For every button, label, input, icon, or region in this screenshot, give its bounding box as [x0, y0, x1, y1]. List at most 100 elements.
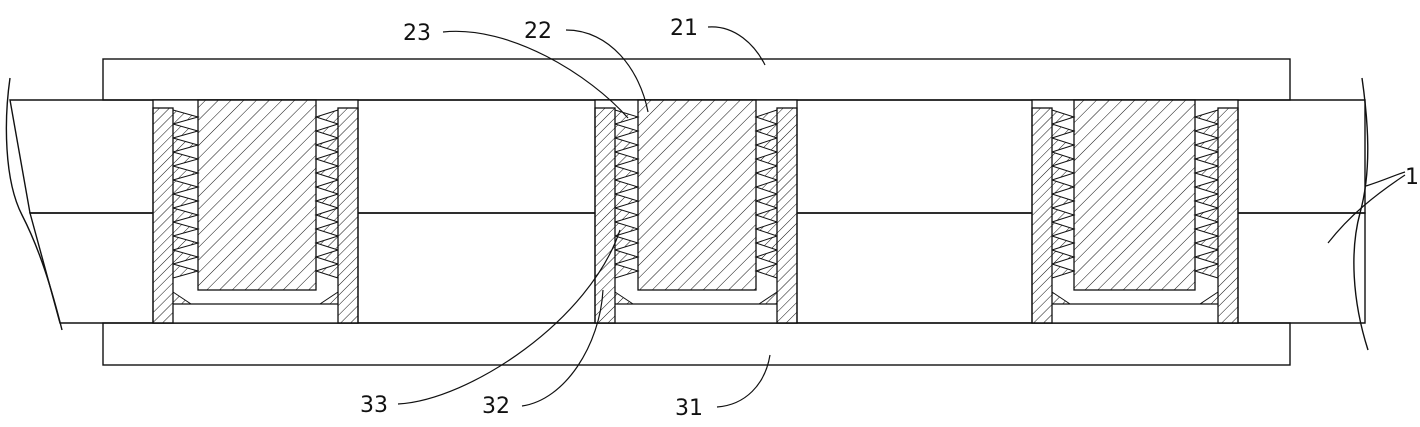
sleeve-left: [152, 107, 174, 324]
tooth-left-5: [614, 165, 640, 181]
tooth-right-7: [1193, 193, 1219, 209]
tooth-left-3: [614, 137, 640, 153]
tooth-left-9: [172, 221, 200, 237]
tooth-left-8: [1051, 207, 1076, 223]
label-1: 1: [1405, 165, 1419, 190]
leader-31: [716, 354, 771, 408]
tooth-left-6: [614, 179, 640, 195]
tooth-left-11: [172, 249, 200, 265]
tooth-right-12: [1193, 263, 1219, 279]
tooth-right-1: [754, 109, 778, 125]
leader-32: [521, 289, 604, 407]
tooth-left-5: [1051, 165, 1076, 181]
tooth-right-6: [314, 179, 339, 195]
leader-1-lower: [1327, 174, 1406, 244]
tooth-right-11: [314, 249, 339, 265]
tooth-left-10: [614, 235, 640, 251]
tooth-left-12: [614, 263, 640, 279]
tooth-left-10: [1051, 235, 1076, 251]
label-33: 33: [360, 393, 388, 418]
tooth-left-1: [1051, 109, 1076, 125]
tooth-left-6: [172, 179, 200, 195]
tooth-right-1: [1193, 109, 1219, 125]
tooth-left-8: [614, 207, 640, 223]
sleeve-right: [1217, 107, 1239, 324]
label-31: 31: [675, 396, 703, 421]
tooth-right-5: [1193, 165, 1219, 181]
connector-assemblies: [152, 99, 1239, 324]
leader-lines: [397, 26, 1406, 408]
connector-block: [637, 99, 757, 291]
tooth-left-6: [1051, 179, 1076, 195]
tooth-right-8: [314, 207, 339, 223]
right-break-line: [1353, 77, 1369, 351]
leader-23: [442, 30, 629, 119]
label-32: 32: [482, 394, 510, 419]
tooth-right-3: [754, 137, 778, 153]
tooth-right-4: [314, 151, 339, 167]
top-plate: [102, 58, 1291, 101]
tooth-right-2: [1193, 123, 1219, 139]
tooth-right-2: [754, 123, 778, 139]
tooth-left-2: [172, 123, 200, 139]
connector-block: [1073, 99, 1196, 291]
label-23: 23: [403, 21, 431, 46]
tooth-right-12: [754, 263, 778, 279]
label-22: 22: [524, 19, 552, 44]
hook-right: [318, 291, 339, 305]
hook-left: [172, 291, 193, 305]
left-break-line: [5, 77, 63, 331]
tooth-right-11: [1193, 249, 1219, 265]
tooth-right-5: [314, 165, 339, 181]
tooth-left-2: [614, 123, 640, 139]
tooth-right-6: [1193, 179, 1219, 195]
hook-right: [1198, 291, 1219, 305]
tooth-left-4: [172, 151, 200, 167]
tooth-left-7: [1051, 193, 1076, 209]
tooth-left-8: [172, 207, 200, 223]
hook-left: [1051, 291, 1072, 305]
tooth-right-10: [314, 235, 339, 251]
connector-assembly-2: [594, 99, 798, 324]
tooth-right-3: [314, 137, 339, 153]
sleeve-left: [1031, 107, 1053, 324]
label-21: 21: [670, 16, 698, 41]
tooth-left-5: [172, 165, 200, 181]
tooth-right-7: [754, 193, 778, 209]
tooth-left-12: [172, 263, 200, 279]
reference-numerals: 21 22 23 1 33 32 31: [360, 16, 1419, 421]
tooth-left-11: [1051, 249, 1076, 265]
tooth-right-11: [754, 249, 778, 265]
tooth-right-12: [314, 263, 339, 279]
tooth-right-8: [1193, 207, 1219, 223]
tooth-left-12: [1051, 263, 1076, 279]
tooth-right-3: [1193, 137, 1219, 153]
connector-assembly-1: [152, 99, 359, 324]
tooth-left-7: [172, 193, 200, 209]
tooth-right-9: [1193, 221, 1219, 237]
tooth-left-7: [614, 193, 640, 209]
tooth-right-4: [754, 151, 778, 167]
tooth-left-2: [1051, 123, 1076, 139]
tooth-right-9: [314, 221, 339, 237]
tooth-right-10: [754, 235, 778, 251]
tooth-left-3: [172, 137, 200, 153]
hook-left: [614, 291, 635, 305]
tooth-left-9: [1051, 221, 1076, 237]
sleeve-right: [776, 107, 798, 324]
tooth-right-7: [314, 193, 339, 209]
tooth-left-4: [1051, 151, 1076, 167]
sleeve-right: [337, 107, 359, 324]
hook-right: [757, 291, 778, 305]
tooth-left-11: [614, 249, 640, 265]
tooth-right-5: [754, 165, 778, 181]
connector-assembly-3: [1031, 99, 1239, 324]
leader-21: [707, 26, 766, 66]
tooth-right-9: [754, 221, 778, 237]
tooth-right-2: [314, 123, 339, 139]
tooth-left-1: [172, 109, 200, 125]
tooth-left-10: [172, 235, 200, 251]
tooth-right-10: [1193, 235, 1219, 251]
